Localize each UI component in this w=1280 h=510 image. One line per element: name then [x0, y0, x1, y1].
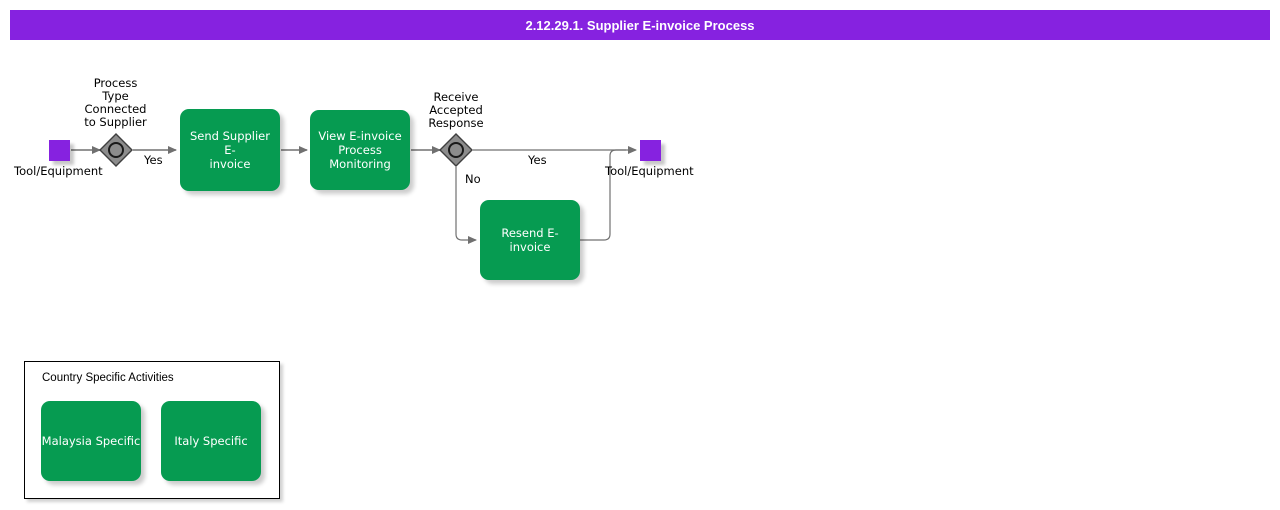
start-event-label: Tool/Equipment — [14, 164, 103, 178]
task-resend-e-invoice-line1: Resend E- — [501, 226, 559, 240]
gateway-process-type-connected-to-supplier[interactable] — [98, 132, 134, 168]
edge-label-gateway2-no: No — [465, 172, 481, 186]
gateway-process-type-label-line3: Connected — [84, 102, 147, 116]
start-event-tool-equipment[interactable] — [49, 140, 70, 161]
gateway-receive-label-line1: Receive — [433, 90, 479, 104]
legend-italy-line1: Italy Specific — [174, 434, 248, 448]
gateway-process-type-label: Process Type Connected to Supplier — [63, 77, 168, 129]
end-event-label: Tool/Equipment — [605, 164, 694, 178]
legend-malaysia-line1: Malaysia — [41, 434, 92, 448]
task-send-supplier-e-invoice-line1: Send Supplier E- — [189, 129, 270, 157]
task-resend-e-invoice[interactable]: Resend E- invoice — [480, 200, 580, 280]
gateway-receive-label-line3: Response — [428, 116, 484, 130]
gateway-receive-accepted-response[interactable] — [438, 132, 474, 168]
task-view-e-invoice-line3: Monitoring — [329, 157, 391, 171]
gateway-process-type-label-line1: Process — [93, 76, 138, 90]
page-title: 2.12.29.1. Supplier E-invoice Process — [10, 10, 1270, 40]
task-send-supplier-e-invoice[interactable]: Send Supplier E- invoice — [180, 109, 280, 191]
task-resend-e-invoice-line2: invoice — [509, 240, 551, 254]
legend-country-specific-activities: Country Specific Activities Malaysia Spe… — [24, 361, 280, 499]
legend-malaysia-line2: Specific — [95, 434, 141, 448]
gateway-receive-label-line2: Accepted — [429, 103, 483, 117]
edge-label-gateway2-yes: Yes — [528, 153, 547, 167]
end-event-tool-equipment[interactable] — [640, 140, 661, 161]
legend-item-italy-specific[interactable]: Italy Specific — [161, 401, 261, 481]
task-view-e-invoice-process-monitoring[interactable]: View E-invoice Process Monitoring — [310, 110, 410, 190]
gateway-process-type-label-line4: to Supplier — [84, 115, 147, 129]
task-send-supplier-e-invoice-line2: invoice — [209, 157, 251, 171]
gateway-process-type-label-line2: Type — [102, 89, 129, 103]
task-view-e-invoice-line2: Process — [338, 143, 382, 157]
legend-item-malaysia-specific[interactable]: Malaysia Specific — [41, 401, 141, 481]
task-view-e-invoice-line1: View E-invoice — [318, 129, 402, 143]
gateway-receive-accepted-response-label: Receive Accepted Response — [404, 91, 508, 130]
edge-label-gateway1-yes: Yes — [144, 153, 163, 167]
legend-title: Country Specific Activities — [42, 372, 174, 384]
